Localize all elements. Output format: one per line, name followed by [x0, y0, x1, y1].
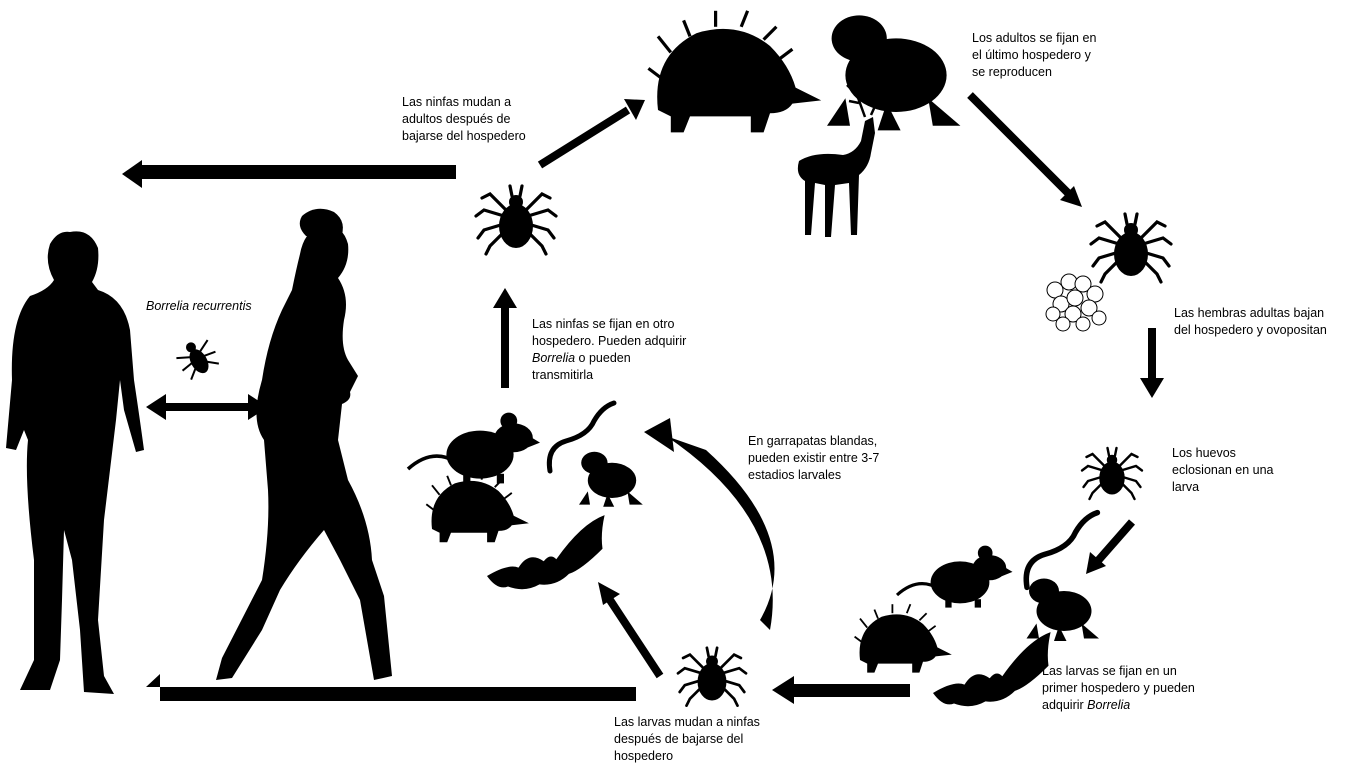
label-borrelia-recurrentis: Borrelia recurrentis	[146, 298, 252, 315]
tick-icon	[1082, 448, 1142, 499]
toad-icon	[579, 452, 643, 507]
mouse-icon	[408, 413, 540, 484]
label-huevos: Los huevos eclosionan en una larva	[1172, 445, 1273, 496]
eggs-icon	[1046, 274, 1106, 331]
echidna-icon	[855, 604, 952, 672]
toad-icon	[1027, 579, 1100, 642]
tick-icon	[476, 186, 556, 254]
tick-icon	[1091, 214, 1171, 282]
man-icon	[6, 231, 144, 694]
mouse-icon	[897, 546, 1013, 608]
bat-icon	[933, 632, 1051, 706]
echidna-icon	[648, 11, 821, 133]
label-ninfas-fijan: Las ninfas se fijan en otro hospedero. P…	[532, 316, 686, 384]
echidna-icon	[426, 470, 529, 542]
woman-icon	[216, 209, 392, 680]
tick-icon	[678, 648, 746, 706]
label-larvas-fijan: Las larvas se fijan en un primer hospede…	[1042, 663, 1195, 714]
label-ninfas-mudan: Las ninfas mudan a adultos después de ba…	[402, 94, 526, 145]
label-hembras: Las hembras adultas bajan del hospedero …	[1174, 305, 1327, 339]
label-garrapatas-blandas: En garrapatas blandas, pueden existir en…	[748, 433, 879, 484]
label-adultos-fijan: Los adultos se fijan en el último hosped…	[972, 30, 1096, 81]
louse-icon	[172, 334, 222, 382]
snake-icon	[1026, 513, 1097, 588]
label-larvas-mudan: Las larvas mudan a ninfas después de baj…	[614, 714, 760, 765]
toad-icon	[827, 15, 960, 130]
